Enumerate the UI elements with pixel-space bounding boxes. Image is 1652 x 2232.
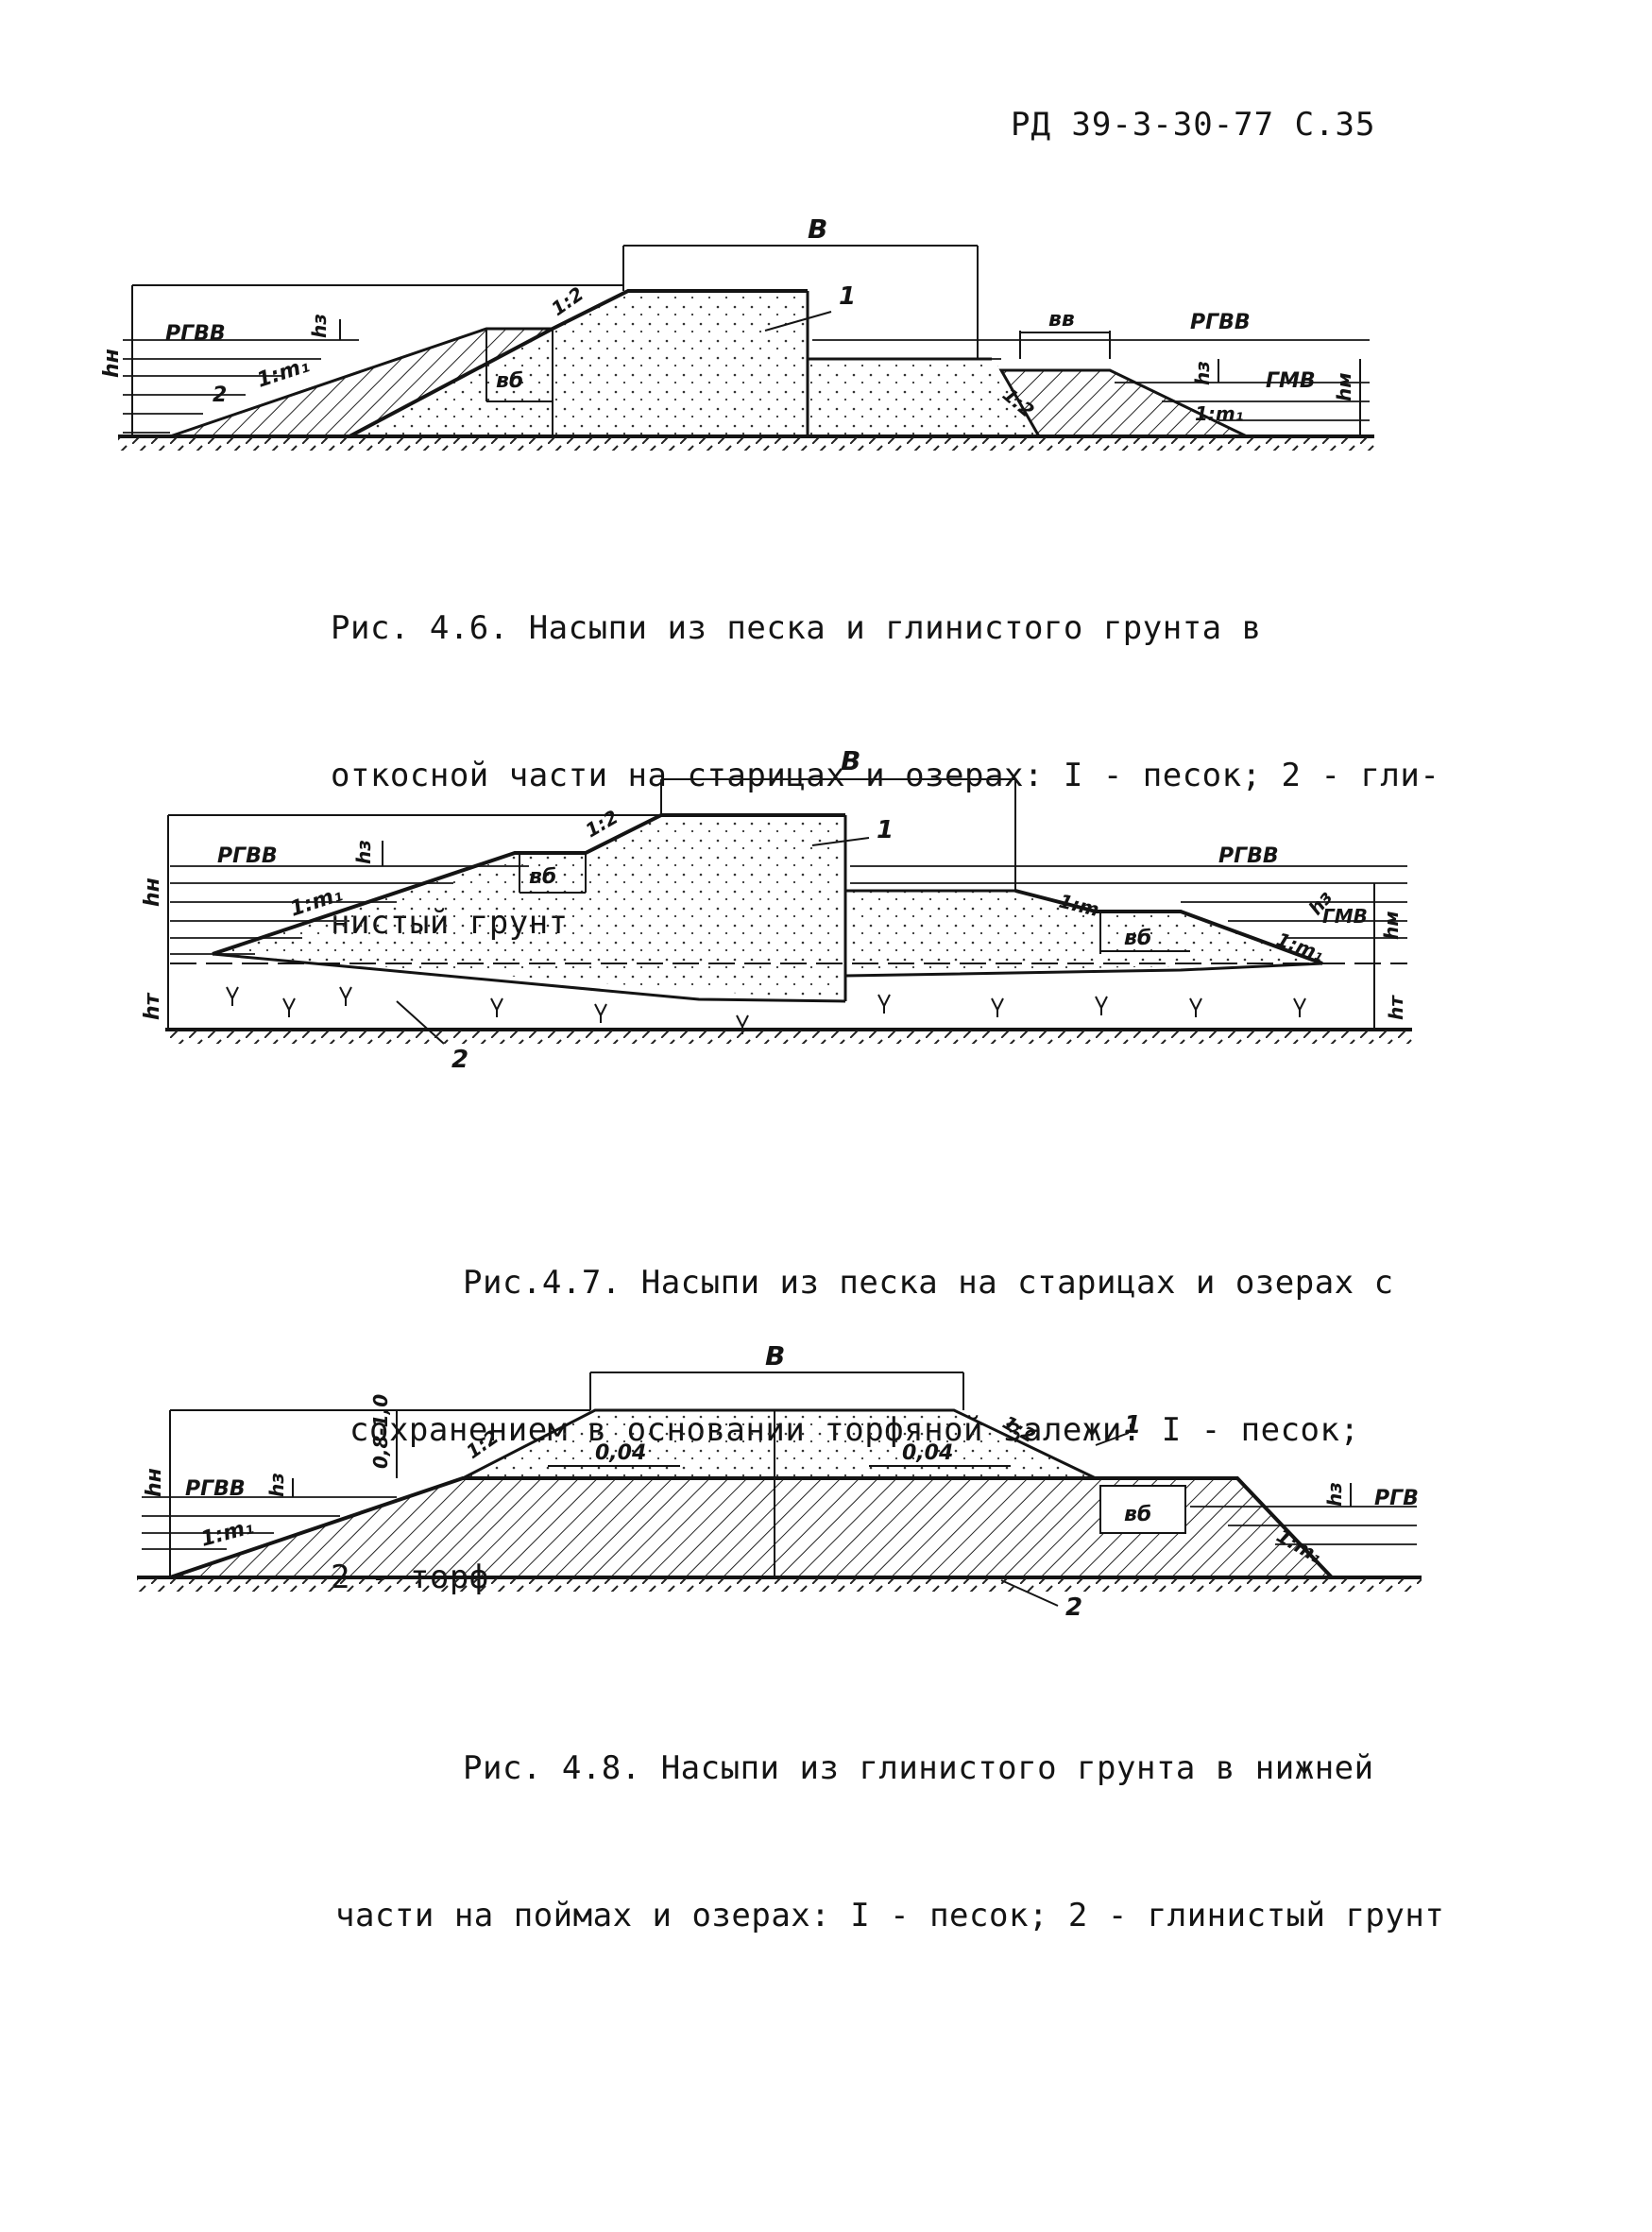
berm-right-label: вб: [1124, 927, 1151, 950]
grade-right-label: 0,04: [902, 1441, 953, 1465]
ht-left-label: hт: [141, 992, 164, 1020]
caption-line: Рис.4.7. Насыпи из песка на старицах и о…: [463, 1264, 1394, 1302]
page-header: РД 39-3-30-77 С.35: [1011, 106, 1376, 144]
hm-label: hм: [1333, 372, 1355, 401]
width-label: В: [841, 751, 860, 776]
figure-4-6: В 1 РГВВ РГВВ ГМВ hн hз hз hм 1:m₁ 1:2 1…: [0, 217, 1652, 463]
hm-label: hм: [1380, 911, 1403, 940]
hn-label: hн: [141, 877, 164, 907]
grade-left-label: 0,04: [595, 1441, 646, 1465]
hz-left-label: hз: [265, 1473, 288, 1497]
figure-4-8-drawing: В 1 2 РГВВ РГВ hн hз hз 0,8-1,0 1:m₁ 1:2…: [137, 1340, 1422, 1620]
rgvv-right-label: РГВВ: [1190, 311, 1251, 334]
ht-right-label: hт: [1385, 995, 1407, 1020]
figure-4-6-drawing: В 1 РГВВ РГВВ ГМВ hн hз hз hм 1:m₁ 1:2 1…: [100, 217, 1374, 451]
slope-top-left-label: 1:2: [462, 1425, 502, 1463]
berm-width-label: вв: [1048, 308, 1075, 332]
hz-left-label: hз: [308, 314, 331, 338]
berm-height-label: вб: [496, 369, 523, 393]
label-1: 1: [877, 816, 894, 844]
slope-right2-label: 1:m₁: [1195, 402, 1244, 425]
gmv-label: ГМВ: [1322, 905, 1368, 928]
rgvv-left-label: РГВВ: [165, 322, 226, 346]
hn-label: hн: [100, 349, 124, 378]
label-2: 2: [1065, 1593, 1082, 1620]
rgvv-left-label: РГВВ: [217, 844, 278, 868]
height-08-10-label: 0,8-1,0: [369, 1394, 392, 1469]
rgv-right-label: РГВ: [1374, 1487, 1419, 1510]
hn-label: hн: [143, 1468, 166, 1497]
label-2: 2: [451, 1046, 468, 1074]
caption-line: откосной части на старицах и озерах: I -…: [331, 757, 1440, 794]
hz-right-label: hз: [1191, 361, 1214, 385]
figure-4-7: В 1 2 РГВВ РГВВ ГМВ hн hт hт hз hз hм 1:…: [0, 751, 1652, 1091]
caption-line: Рис. 4.6. Насыпи из песка и глинистого г…: [331, 609, 1262, 647]
berm-label: вб: [1124, 1503, 1151, 1526]
caption-line: части на поймах и озерах: I - песок; 2 -…: [335, 1897, 1445, 1934]
width-label: В: [765, 1340, 785, 1372]
gmv-label: ГМВ: [1266, 369, 1316, 393]
figure-4-8: В 1 2 РГВВ РГВ hн hз hз 0,8-1,0 1:m₁ 1:2…: [0, 1327, 1652, 1620]
label-1: 1: [839, 282, 856, 311]
width-label: В: [808, 217, 827, 245]
figure-4-7-drawing: В 1 2 РГВВ РГВВ ГМВ hн hт hт hз hз hм 1:…: [141, 751, 1412, 1074]
caption-4-8: Рис. 4.8. Насыпи из глинистого грунта в …: [335, 1645, 1444, 1989]
rgvv-right-label: РГВВ: [1218, 844, 1279, 868]
berm-left-label: вб: [529, 865, 556, 889]
caption-line: Рис. 4.8. Насыпи из глинистого грунта в …: [463, 1749, 1374, 1787]
hz-left-label: hз: [352, 840, 375, 864]
label-2: 2: [213, 383, 227, 407]
hz-right-label: hз: [1323, 1482, 1346, 1507]
slope-left-label: 1:m₁: [198, 1515, 256, 1552]
rgvv-left-label: РГВВ: [185, 1477, 246, 1501]
label-1: 1: [1124, 1411, 1141, 1440]
